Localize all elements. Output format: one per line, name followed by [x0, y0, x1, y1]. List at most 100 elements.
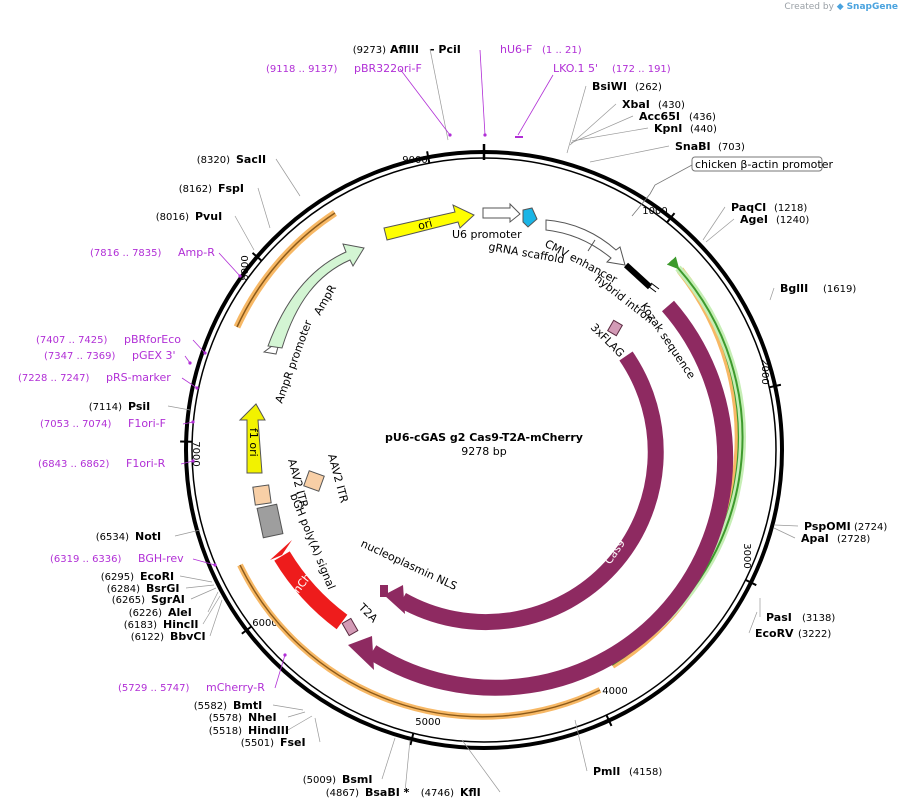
restriction-site-labels: (9273)AflIII- PciIBsiWI(262)XbaI(430)Acc…: [89, 43, 888, 799]
primer-mark: [188, 361, 192, 365]
site-name: EcoRI: [140, 570, 174, 583]
primer: hU6-F(1 .. 21): [479, 43, 582, 137]
site-name: AgeI: [740, 213, 768, 226]
primer-range: (7816 .. 7835): [90, 248, 162, 259]
primer-leader: [181, 377, 198, 389]
plasmid-size: 9278 bp: [461, 445, 506, 458]
site-position: (5518): [209, 726, 242, 737]
t2a-block: [341, 617, 359, 637]
aav2-itr-right-block: [303, 470, 325, 492]
site-name: BsiWI: [592, 80, 627, 93]
site-leader: [185, 584, 215, 589]
site-leader: [404, 739, 411, 793]
primer-leader: [274, 654, 286, 689]
site-leader: [702, 206, 726, 241]
primer-leader: [517, 74, 554, 136]
site-leader: [257, 187, 271, 229]
site-leader: [167, 405, 191, 411]
primer-name: hU6-F: [500, 43, 532, 56]
site-leader: [705, 218, 735, 243]
nls-label: nucleoplasmin NLS: [359, 537, 459, 593]
mcherry-outline-line: [239, 564, 601, 718]
cmv-enhancer-arrow: [545, 219, 626, 266]
primer-leader: [180, 460, 194, 465]
position-tick: [426, 151, 431, 164]
site-leader: [287, 715, 313, 731]
site-name: EcoRV: [755, 627, 794, 640]
site-leader: [773, 527, 796, 539]
cas9-outer-label: Cas9: [638, 574, 664, 604]
site-leader: [207, 591, 219, 613]
aav2-itr-right-label: AAV2 ITR: [325, 452, 351, 504]
primer: (6843 .. 6862)F1ori-R: [38, 457, 195, 470]
site-position: (2724): [854, 522, 887, 533]
site-position: (6295): [101, 572, 134, 583]
site-position: (2728): [837, 534, 870, 545]
site-leader: [234, 215, 255, 251]
position-tick: [241, 625, 252, 635]
primer-mark: [203, 351, 207, 355]
primer-mark: [283, 653, 287, 657]
restriction-site: BsiWI (262): [592, 80, 662, 93]
restriction-site: (5518)HindIII: [209, 724, 289, 737]
site-name: SacII: [236, 153, 266, 166]
primer-leader: [192, 339, 206, 354]
site-position: (3138): [802, 613, 835, 624]
tick-label: 8000: [240, 255, 251, 280]
site-leader: [287, 711, 306, 718]
site-position: (1240): [776, 215, 809, 226]
site-position: (4867): [326, 788, 359, 799]
site-position: (9273): [353, 45, 386, 56]
cas9-outer-arrowhead: [348, 636, 374, 670]
site-name: ApaI: [801, 532, 829, 545]
position-tick: [768, 383, 782, 389]
site-name: NheI: [248, 711, 277, 724]
site-name: SgrAI: [151, 593, 185, 606]
cas9-inner-arrowhead: [384, 585, 405, 614]
site-position: (436): [689, 112, 716, 123]
chicken-promoter-box: [691, 156, 823, 172]
restriction-site: AgeI (1240): [740, 213, 809, 226]
restriction-site: (5501)FseI: [241, 736, 306, 749]
primer: (7407 .. 7425)pBRforEco: [36, 333, 207, 355]
primer-range: (7053 .. 7074): [40, 419, 112, 430]
primer-leader: [192, 558, 216, 566]
primer: (7816 .. 7835)Amp-R: [90, 246, 242, 278]
site-name: BsrGI: [146, 582, 179, 595]
primer-range: (7347 .. 7369): [44, 351, 116, 362]
primer-mark: [448, 133, 452, 137]
site-position: (6265): [112, 595, 145, 606]
site-name: XbaI: [622, 98, 650, 111]
primer-mark: [191, 420, 195, 424]
site-leader: [570, 115, 634, 144]
site-name: PsiI: [128, 400, 150, 413]
primer-mark: [191, 459, 195, 463]
site-position: (5582): [194, 701, 227, 712]
nls-block: [380, 585, 388, 597]
f1-ori-label: f1 ori: [247, 428, 260, 457]
primer-mark: [213, 563, 217, 567]
restriction-site: (9273)AflIII: [353, 43, 419, 56]
t2a-label: T2A: [355, 600, 380, 625]
site-leader: [209, 599, 223, 637]
site-position: (262): [635, 82, 662, 93]
ori-label: ori: [416, 216, 433, 232]
primer-range: (6319 .. 6336): [50, 554, 122, 565]
site-name: PaqCI: [731, 201, 766, 214]
kozak-mark: [647, 282, 660, 293]
site-name: PmlI: [593, 765, 620, 778]
primer: LKO.1 5'(172 .. 191): [515, 62, 671, 138]
primer-name: pBR322ori-F: [354, 62, 422, 75]
site-name: BbvCI: [170, 630, 206, 643]
site-name: SnaBI: [675, 140, 711, 153]
tick-label: 4000: [602, 686, 627, 697]
site-name: FspI: [218, 182, 244, 195]
site-leader: [190, 587, 217, 600]
tick-label: 7000: [190, 441, 201, 466]
site-leader: [179, 575, 213, 583]
site-position: (6226): [129, 608, 162, 619]
primer-name: pRS-marker: [106, 371, 171, 384]
site-leader: [429, 48, 449, 141]
